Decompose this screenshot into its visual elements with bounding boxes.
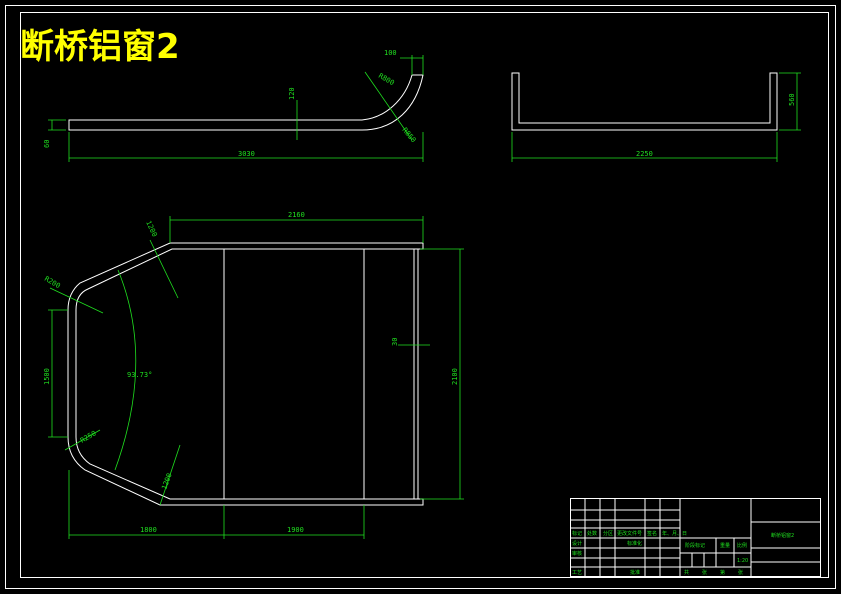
side-view: 2250 560 bbox=[511, 72, 801, 162]
drawing-title: 断桥铝窗2 bbox=[20, 27, 180, 67]
dim-plan-r-bottom: R250 bbox=[79, 429, 98, 444]
dim-side-width: 2250 bbox=[636, 150, 653, 158]
tb-scale-value: 1:20 bbox=[737, 558, 748, 564]
dim-profile-r1: R800 bbox=[377, 72, 396, 87]
tb-r1-4: 签名 bbox=[647, 530, 657, 537]
tb-r1-2: 分区 bbox=[603, 530, 613, 537]
tb-r1-0: 标记 bbox=[572, 530, 582, 537]
dim-plan-bottom-left: 1800 bbox=[140, 526, 157, 534]
dim-profile-r2: R850 bbox=[400, 126, 417, 144]
dim-plan-bottom-mid: 1900 bbox=[287, 526, 304, 534]
tb-r4-0: 工艺 bbox=[572, 570, 582, 576]
dim-plan-r-top: R200 bbox=[43, 275, 62, 290]
tb-weight-label: 重量 bbox=[720, 542, 730, 549]
tb-sheet-1: 张 bbox=[702, 569, 707, 576]
dim-profile-top: 100 bbox=[384, 49, 397, 57]
tb-r1-1: 处数 bbox=[587, 530, 597, 537]
dim-plan-angle: 93.73° bbox=[127, 371, 152, 379]
title-block: 标记 处数 分区 更改文件号 签名 年、月、日 设计 标准化 审核 工艺 批准 … bbox=[570, 498, 821, 577]
tb-sheet-0: 共 bbox=[684, 569, 689, 576]
tb-r2-2: 标准化 bbox=[627, 540, 642, 547]
dim-profile-length: 3030 bbox=[238, 150, 255, 158]
tb-drawing-name: 断桥铝窗2 bbox=[771, 532, 794, 539]
dim-profile-mid: 120 bbox=[288, 87, 296, 100]
tb-r1-5: 年、月、日 bbox=[662, 530, 687, 537]
inner-frame bbox=[20, 12, 829, 578]
dim-side-height: 560 bbox=[788, 93, 796, 106]
plan-view: 2160 1200 R200 1500 93.73° R250 1200 180… bbox=[43, 211, 464, 539]
profile-view: 3030 60 120 100 R800 R850 bbox=[43, 49, 424, 162]
dim-plan-left: 1500 bbox=[43, 368, 51, 385]
dim-plan-top-width: 2160 bbox=[288, 211, 305, 219]
tb-stage-label: 阶段标记 bbox=[685, 542, 705, 549]
tb-sheet-3: 张 bbox=[738, 569, 743, 576]
outer-frame bbox=[5, 5, 836, 589]
dim-plan-right-height: 2100 bbox=[451, 368, 459, 385]
tb-r4-2: 批准 bbox=[630, 569, 640, 576]
dim-plan-gap: 30 bbox=[391, 338, 399, 346]
dim-plan-diag-bottom: 1200 bbox=[160, 472, 173, 491]
tb-r3-0: 审核 bbox=[572, 550, 582, 557]
tb-scale-label: 比例 bbox=[737, 542, 747, 549]
tb-sheet-2: 第 bbox=[720, 569, 725, 576]
tb-r1-3: 更改文件号 bbox=[617, 530, 642, 537]
tb-r2-0: 设计 bbox=[572, 540, 582, 547]
dim-plan-diag: 1200 bbox=[144, 219, 158, 238]
dim-profile-height: 60 bbox=[43, 140, 51, 148]
